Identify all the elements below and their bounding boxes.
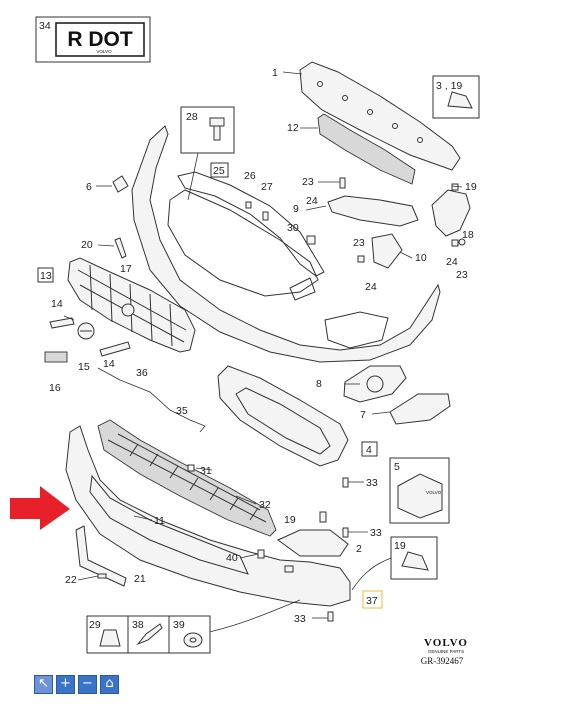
- callout-16: 16: [49, 382, 61, 394]
- callout-21: 21: [134, 573, 146, 585]
- callout-15: 15: [78, 361, 90, 373]
- upper-grille-12: [300, 113, 416, 185]
- box-28: [180, 106, 235, 201]
- zoom-out-button[interactable]: −: [78, 675, 97, 694]
- callout-40: 40: [226, 552, 238, 564]
- callout-39: 39: [173, 619, 185, 631]
- clip-6: [96, 175, 129, 193]
- callout-14-a: 14: [51, 298, 63, 310]
- callout-8: 8: [316, 378, 322, 390]
- lower-trim-2: [277, 529, 349, 557]
- callout-25: 25: [213, 165, 225, 177]
- callout-37: 37: [366, 595, 378, 607]
- bumper-cover: [131, 125, 441, 363]
- callout-27: 27: [261, 181, 273, 193]
- box-3-19: [432, 75, 480, 119]
- callout-17: 17: [120, 263, 132, 275]
- callout-29: 29: [89, 619, 101, 631]
- box-37: [362, 590, 383, 609]
- callout-19-c: 19: [394, 540, 406, 552]
- callout-34: 34: [39, 20, 51, 32]
- emblem-15: [77, 322, 95, 340]
- lower-grille-4: [217, 365, 378, 467]
- fog-surround-8: [343, 365, 407, 403]
- callout-1: 1: [272, 67, 278, 79]
- callout-33-b: 33: [370, 527, 382, 539]
- callout-19-b: 19: [284, 514, 296, 526]
- callout-26: 26: [244, 170, 256, 182]
- zoom-in-button[interactable]: +: [56, 675, 75, 694]
- callout-36: 36: [136, 367, 148, 379]
- lower-spoiler-11: [65, 425, 351, 607]
- bracket-18: [431, 189, 471, 237]
- callout-7: 7: [360, 409, 366, 421]
- callout-38: 38: [132, 619, 144, 631]
- callout-30: 30: [287, 222, 299, 234]
- bracket-9: [327, 195, 419, 227]
- callout-10: 10: [415, 252, 427, 264]
- callout-31: 31: [200, 465, 212, 477]
- bracket-10: [371, 233, 403, 269]
- callout-23-a: 23: [302, 176, 314, 188]
- plate-brand: VOLVO: [96, 49, 112, 54]
- diagram-ref: GR-392467: [421, 656, 464, 666]
- plate-34: 34 R DOT VOLVO: [35, 16, 151, 63]
- volvo-brand: VOLVO GENUINE PARTS GR-392467: [421, 637, 468, 666]
- callout-14-b: 14: [103, 358, 115, 370]
- trim-14: [49, 317, 131, 357]
- fog-lamp-7: [389, 393, 451, 425]
- callout-33-a: 33: [366, 477, 378, 489]
- callout-6: 6: [86, 181, 92, 193]
- box-5: VOLVO: [389, 457, 450, 524]
- grille-13: [37, 257, 196, 353]
- plate-text: R DOT: [67, 28, 133, 51]
- brand-tagline: GENUINE PARTS: [428, 649, 464, 654]
- leader-lines: [63, 181, 463, 619]
- callout-23-b: 23: [353, 237, 365, 249]
- callout-19-a: 19: [465, 181, 477, 193]
- callout-4: 4: [366, 444, 372, 456]
- callout-11: 11: [154, 515, 165, 527]
- callout-24-a: 24: [306, 195, 318, 207]
- viewer-toolbar: ↖ + − ⌂: [34, 675, 119, 694]
- grille-frame-25: [177, 162, 325, 277]
- callout-22: 22: [65, 574, 77, 586]
- wire-35: [97, 367, 206, 433]
- callout-18: 18: [462, 229, 474, 241]
- callout-3-19: 3 , 19: [436, 80, 462, 92]
- strip-20: [114, 237, 127, 259]
- callout-28: 28: [186, 111, 198, 123]
- callout-2: 2: [356, 543, 362, 555]
- callout-5: 5: [394, 461, 400, 473]
- lower-grille-32: [97, 419, 277, 537]
- select-tool-button[interactable]: ↖: [34, 675, 53, 694]
- box-29-38-39: [86, 615, 211, 654]
- red-arrow: [10, 486, 70, 530]
- badge-16: [44, 351, 68, 363]
- box-19-lower: [351, 536, 438, 591]
- callout-35: 35: [176, 405, 188, 417]
- callout-13: 13: [40, 270, 52, 282]
- lead-29: [195, 599, 301, 636]
- callout-33-c: 33: [294, 613, 306, 625]
- box-5-brand: VOLVO: [426, 490, 442, 495]
- brand-name: VOLVO: [424, 637, 468, 649]
- callout-9: 9: [293, 203, 299, 215]
- fasteners: [245, 177, 466, 263]
- callout-24-c: 24: [446, 256, 458, 268]
- callout-20: 20: [81, 239, 93, 251]
- callout-23-c: 23: [456, 269, 468, 281]
- callout-24-b: 24: [365, 281, 377, 293]
- callout-labels: 1 2 3 , 19 4 5 6 7 8 9 10 11 12 13 14 14…: [40, 67, 477, 631]
- home-button[interactable]: ⌂: [100, 675, 119, 694]
- callout-12: 12: [287, 122, 299, 134]
- reinforcement-1: [282, 61, 461, 171]
- callout-32: 32: [259, 499, 271, 511]
